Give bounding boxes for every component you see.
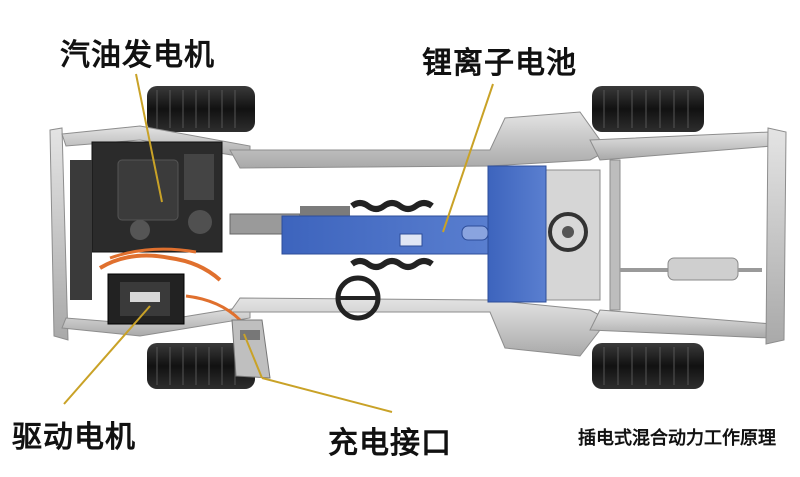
engine-label: 汽油发电机 (60, 38, 215, 73)
motor-leader-line (63, 305, 151, 405)
battery-label: 锂离子电池 (422, 46, 577, 81)
rear-right-tire-icon (592, 343, 704, 389)
rear-left-tire-icon (592, 86, 704, 132)
engine-leader-line (135, 73, 163, 203)
charge-port-label: 充电接口 (328, 426, 452, 461)
front-left-tire-icon (147, 86, 255, 132)
charge-port-leader-line-1 (261, 377, 393, 413)
leader-lines (63, 73, 494, 413)
caption-label: 插电式混合动力工作原理 (578, 428, 776, 449)
battery-leader-line (442, 83, 494, 233)
gasoline-generator (70, 141, 223, 300)
motor-label: 驱动电机 (12, 420, 136, 455)
front-right-tire-icon (147, 343, 255, 389)
steering-icon (335, 275, 381, 321)
charge-port-leader-line-2 (243, 333, 263, 379)
chassis-frame (49, 111, 787, 357)
lithium-battery-pack (281, 165, 547, 303)
spare-wheel-icon (548, 212, 588, 252)
exhaust-icon (620, 257, 762, 281)
